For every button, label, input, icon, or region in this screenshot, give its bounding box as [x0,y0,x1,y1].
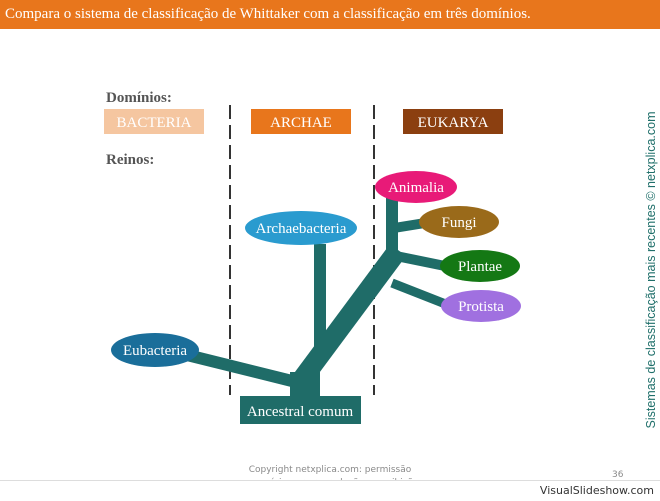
node-protista [441,290,521,322]
node-animalia [375,171,457,203]
kingdoms-label: Reinos: [106,152,154,168]
domains-label: Domínios: [106,90,172,106]
node-label-fungi: Fungi [441,215,476,231]
header-bar: Compara o sistema de classificação de Wh… [0,0,660,29]
tree-branches [173,196,450,389]
copyright-line-1: Copyright netxplica.com: permissão [248,465,412,475]
node-eubacteria [111,333,199,367]
page-number: 36 [612,470,624,480]
watermark-link[interactable]: VisualSlideshow.com [539,484,654,497]
node-label-eubacteria: Eubacteria [123,343,187,359]
node-fungi [419,206,499,238]
branch-plantae [395,251,446,271]
branch-eubacteria [173,346,302,389]
domain-label-archae: ARCHAE [270,115,332,131]
domain-box-bacteria [104,109,204,134]
node-label-archaebacteria: Archaebacteria [256,221,347,237]
ancestral-node [240,396,361,424]
domain-box-archae [251,109,351,134]
domain-label-eukarya: EUKARYA [418,115,489,131]
node-plantae [440,250,520,282]
slide-title: Compara o sistema de classificação de Wh… [5,6,531,22]
domain-box-eukarya [403,109,503,134]
node-label-plantae: Plantae [458,259,502,275]
domain-label-bacteria: BACTERIA [117,115,192,131]
side-caption: Sistemas de classificação mais recentes … [644,111,658,429]
node-archaebacteria [245,211,357,245]
node-label-animalia: Animalia [388,180,444,196]
branch-protista [390,278,450,310]
footer-bar [0,480,660,501]
ancestral-label: Ancestral comum [247,404,354,420]
branch-eukarya-trunk [291,244,407,388]
node-label-protista: Protista [458,299,504,315]
